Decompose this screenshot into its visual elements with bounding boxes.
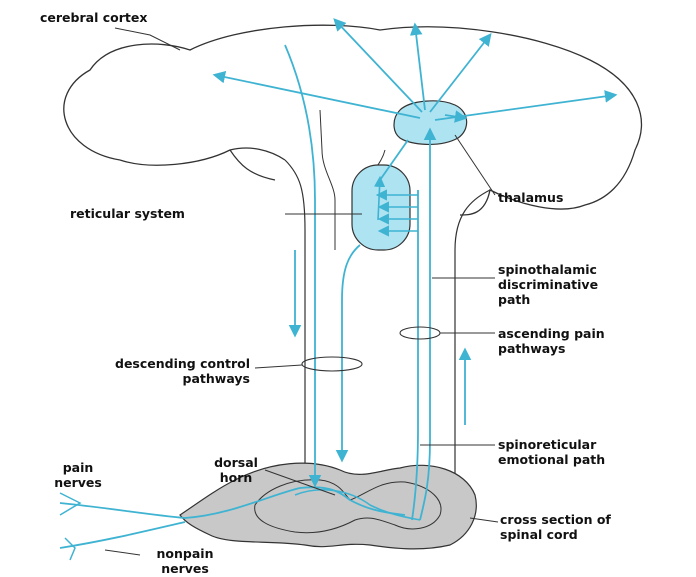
cerebral-cortex-text: cerebral cortex [40,10,147,25]
ascending-pain-line-2: pathways [498,341,605,356]
descending-control-line-2: pathways [10,371,250,386]
label-spinoreticular: spinoreticular emotional path [498,437,605,467]
pain-nerves-line-2: nerves [38,475,118,490]
leader-thalamus [455,135,495,195]
nonpain-nerves-line-2: nerves [140,561,230,576]
cross-section-line-2: spinal cord [500,527,611,542]
thalamus-text: thalamus [498,190,563,205]
label-ascending-pain: ascending pain pathways [498,326,605,356]
label-dorsal-horn: dorsal horn [196,455,276,485]
projection-arrow [215,75,420,118]
spinothalamic-line-2: discriminative [498,277,598,292]
brain-lower-left [120,148,285,165]
projection-arrow [430,35,490,112]
leader-nonpain [105,550,140,555]
descending-control-line-1: descending control [10,356,250,371]
spinoreticular-line-2: emotional path [498,452,605,467]
label-descending-control: descending control pathways [10,356,250,386]
reticular-descending [342,245,360,460]
label-nonpain-nerves: nonpain nerves [140,546,230,576]
label-thalamus: thalamus [498,190,563,205]
label-pain-nerves: pain nerves [38,460,118,490]
reticular-system-text: reticular system [70,206,185,221]
label-cross-section: cross section of spinal cord [500,512,611,542]
cross-section-line-1: cross section of [500,512,611,527]
descending-pathway [285,45,315,485]
projection-arrow [435,95,615,120]
projection-arrow [415,25,425,110]
pain-nerves-line-1: pain [38,460,118,475]
nonpain-nerves-line-1: nonpain [140,546,230,561]
projection-arrow [335,20,422,112]
spinothalamic-line-1: spinothalamic [498,262,598,277]
label-cerebral-cortex: cerebral cortex [40,10,147,25]
leader-descending [255,365,302,368]
ascending-pathway-marker [400,327,440,339]
dorsal-horn-line-2: horn [196,470,276,485]
spinothalamic-line-3: path [498,292,598,307]
ascending-pain-line-1: ascending pain [498,326,605,341]
spinothalamic-pathway [420,130,430,520]
label-spinothalamic: spinothalamic discriminative path [498,262,598,307]
descending-pathway-marker [302,357,362,371]
leader-cross-section [470,518,498,522]
spinoreticular-line-1: spinoreticular [498,437,605,452]
nonpain-nerve [60,522,185,548]
cerebellum-curve [230,150,275,180]
label-reticular-system: reticular system [70,206,185,221]
brainstem-inner-left [320,110,335,250]
nonpain-nerve-branch [65,538,75,560]
dorsal-horn-line-1: dorsal [196,455,276,470]
